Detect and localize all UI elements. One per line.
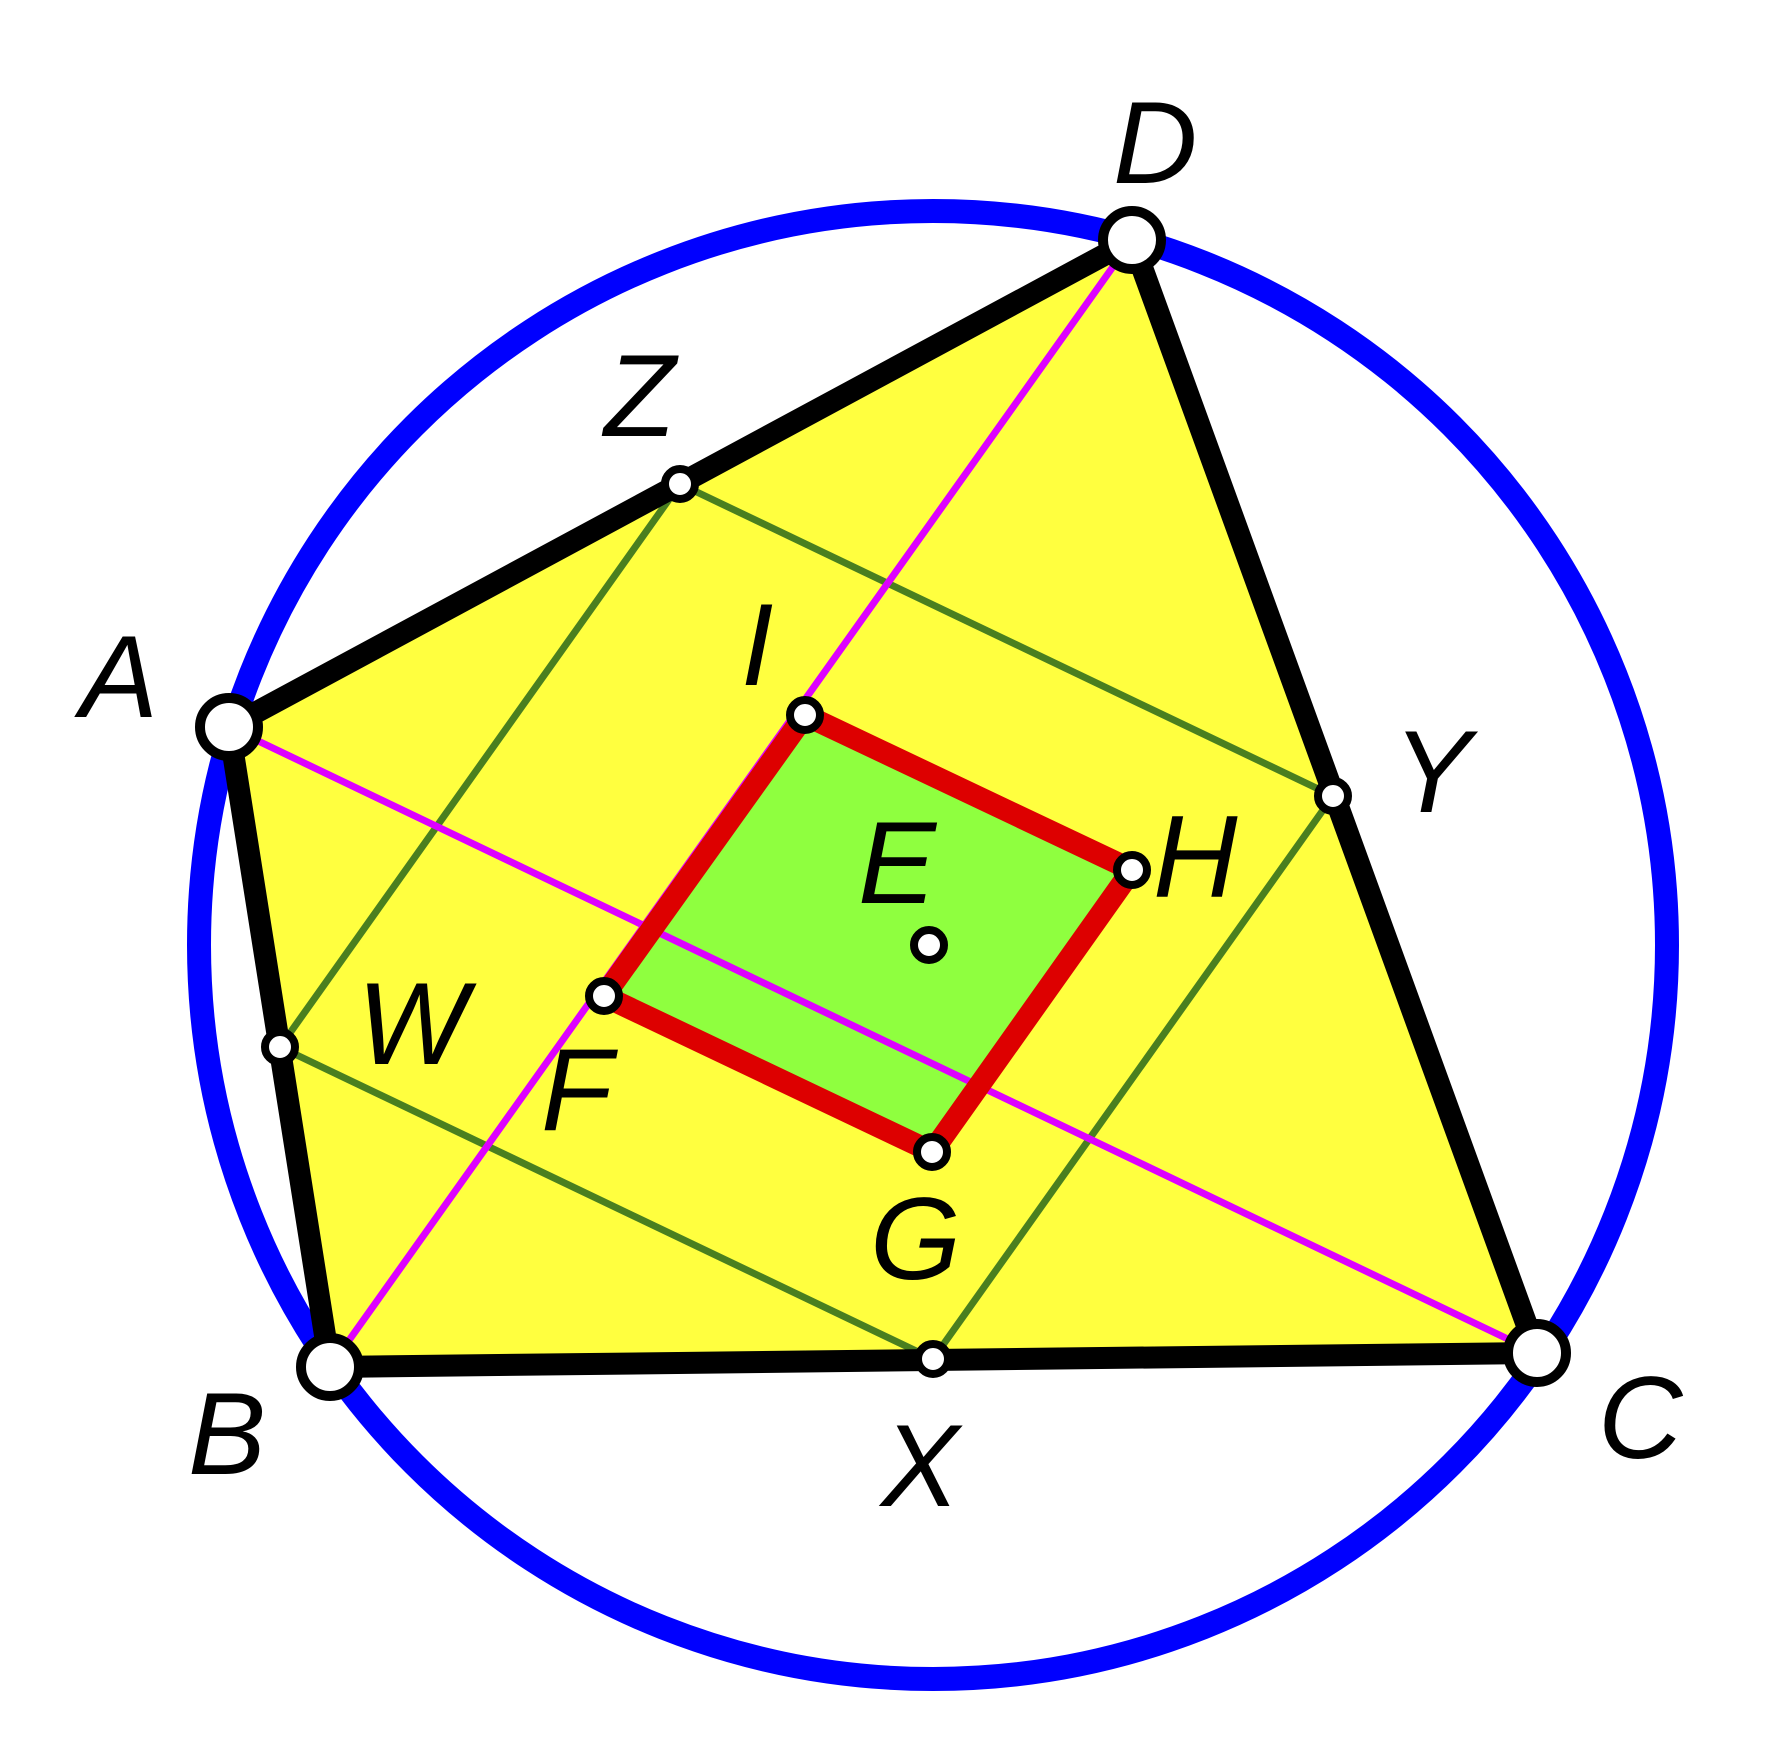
label-h: H — [1153, 791, 1238, 922]
point-y — [1314, 777, 1352, 815]
circumcircle — [187, 199, 1679, 1691]
labels: A B C D E F G H I W X Y Z — [74, 77, 1684, 1531]
midpoint-lines — [277, 480, 1336, 1363]
point-b — [296, 1333, 364, 1401]
label-w: W — [357, 958, 477, 1089]
label-x: X — [878, 1400, 963, 1531]
label-f: F — [541, 1024, 618, 1155]
point-z — [661, 465, 699, 503]
point-f — [585, 977, 623, 1015]
line-z-w — [277, 481, 683, 1050]
label-z: Z — [601, 330, 679, 461]
point-h — [1113, 851, 1151, 889]
label-c: C — [1598, 1352, 1684, 1483]
line-w-x — [278, 1043, 935, 1363]
points — [195, 206, 1571, 1401]
point-d — [1098, 206, 1166, 274]
label-e: E — [858, 797, 938, 928]
label-g: G — [870, 1173, 961, 1304]
line-z-y — [678, 480, 1335, 800]
label-i: I — [741, 579, 774, 710]
label-a: A — [74, 611, 158, 742]
point-a — [195, 693, 263, 761]
point-e — [910, 926, 948, 964]
point-g — [913, 1133, 951, 1171]
point-x — [914, 1340, 952, 1378]
label-d: D — [1113, 77, 1198, 208]
label-y: Y — [1393, 706, 1479, 837]
diagonal-a-c — [227, 723, 1539, 1357]
point-i — [786, 696, 824, 734]
point-c — [1503, 1319, 1571, 1387]
line-y-x — [930, 793, 1336, 1362]
label-b: B — [188, 1368, 266, 1499]
point-w — [261, 1028, 299, 1066]
